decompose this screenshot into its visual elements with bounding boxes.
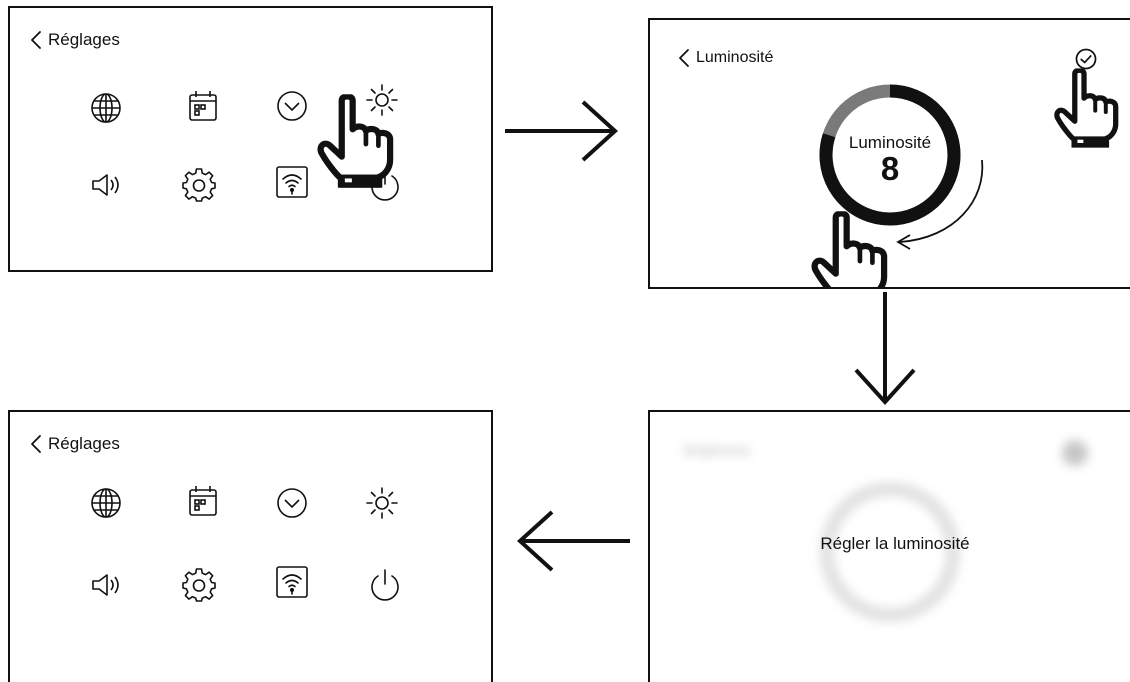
tap-hand-icon [316,91,394,191]
globe-icon[interactable] [86,88,126,128]
step-arrow-left [517,510,630,572]
settings-screen-after: Réglages [8,410,493,682]
brightness-ring-fill [819,84,961,226]
brightness-screen: Luminosité Luminosité 8 [648,18,1130,289]
gear-icon[interactable] [179,565,219,605]
screen-title: Luminosité [696,49,774,66]
confirmation-screen: Brightness Régler la luminosité [648,410,1130,682]
speaker-icon[interactable] [86,565,126,605]
speaker-icon[interactable] [86,165,126,205]
step-arrow-right [505,100,618,162]
calendar-icon[interactable] [183,481,223,521]
screen-title: Réglages [48,434,120,453]
back-button[interactable]: Réglages [30,434,120,454]
brightness-value: 8 [880,150,900,187]
settings-screen-before: Réglages [8,6,493,272]
blurred-background: Brightness [650,412,1130,682]
chevron-left-icon [30,30,42,50]
brightness-ring [819,84,961,226]
brightness-icon[interactable] [362,483,402,523]
wifi-icon[interactable] [272,562,312,602]
blurred-confirm-icon [1062,440,1088,466]
clock-icon[interactable] [272,86,312,126]
confirmation-message: Régler la luminosité [820,534,970,553]
calendar-icon[interactable] [183,86,223,126]
power-icon[interactable] [365,565,405,605]
dial-label: Luminosité [848,133,932,152]
step-arrow-down [854,292,916,405]
back-button[interactable]: Réglages [30,30,120,50]
back-button[interactable]: Luminosité [678,48,773,68]
clock-icon[interactable] [272,483,312,523]
gear-icon[interactable] [179,165,219,205]
blurred-title: Brightness [684,442,751,458]
brightness-dial[interactable]: Luminosité 8 [815,80,965,230]
wifi-icon[interactable] [272,162,312,202]
drag-hand-icon [810,208,888,289]
screen-title: Réglages [48,30,120,49]
chevron-left-icon [30,434,42,454]
globe-icon[interactable] [86,483,126,523]
drag-direction-arrow [896,159,984,250]
